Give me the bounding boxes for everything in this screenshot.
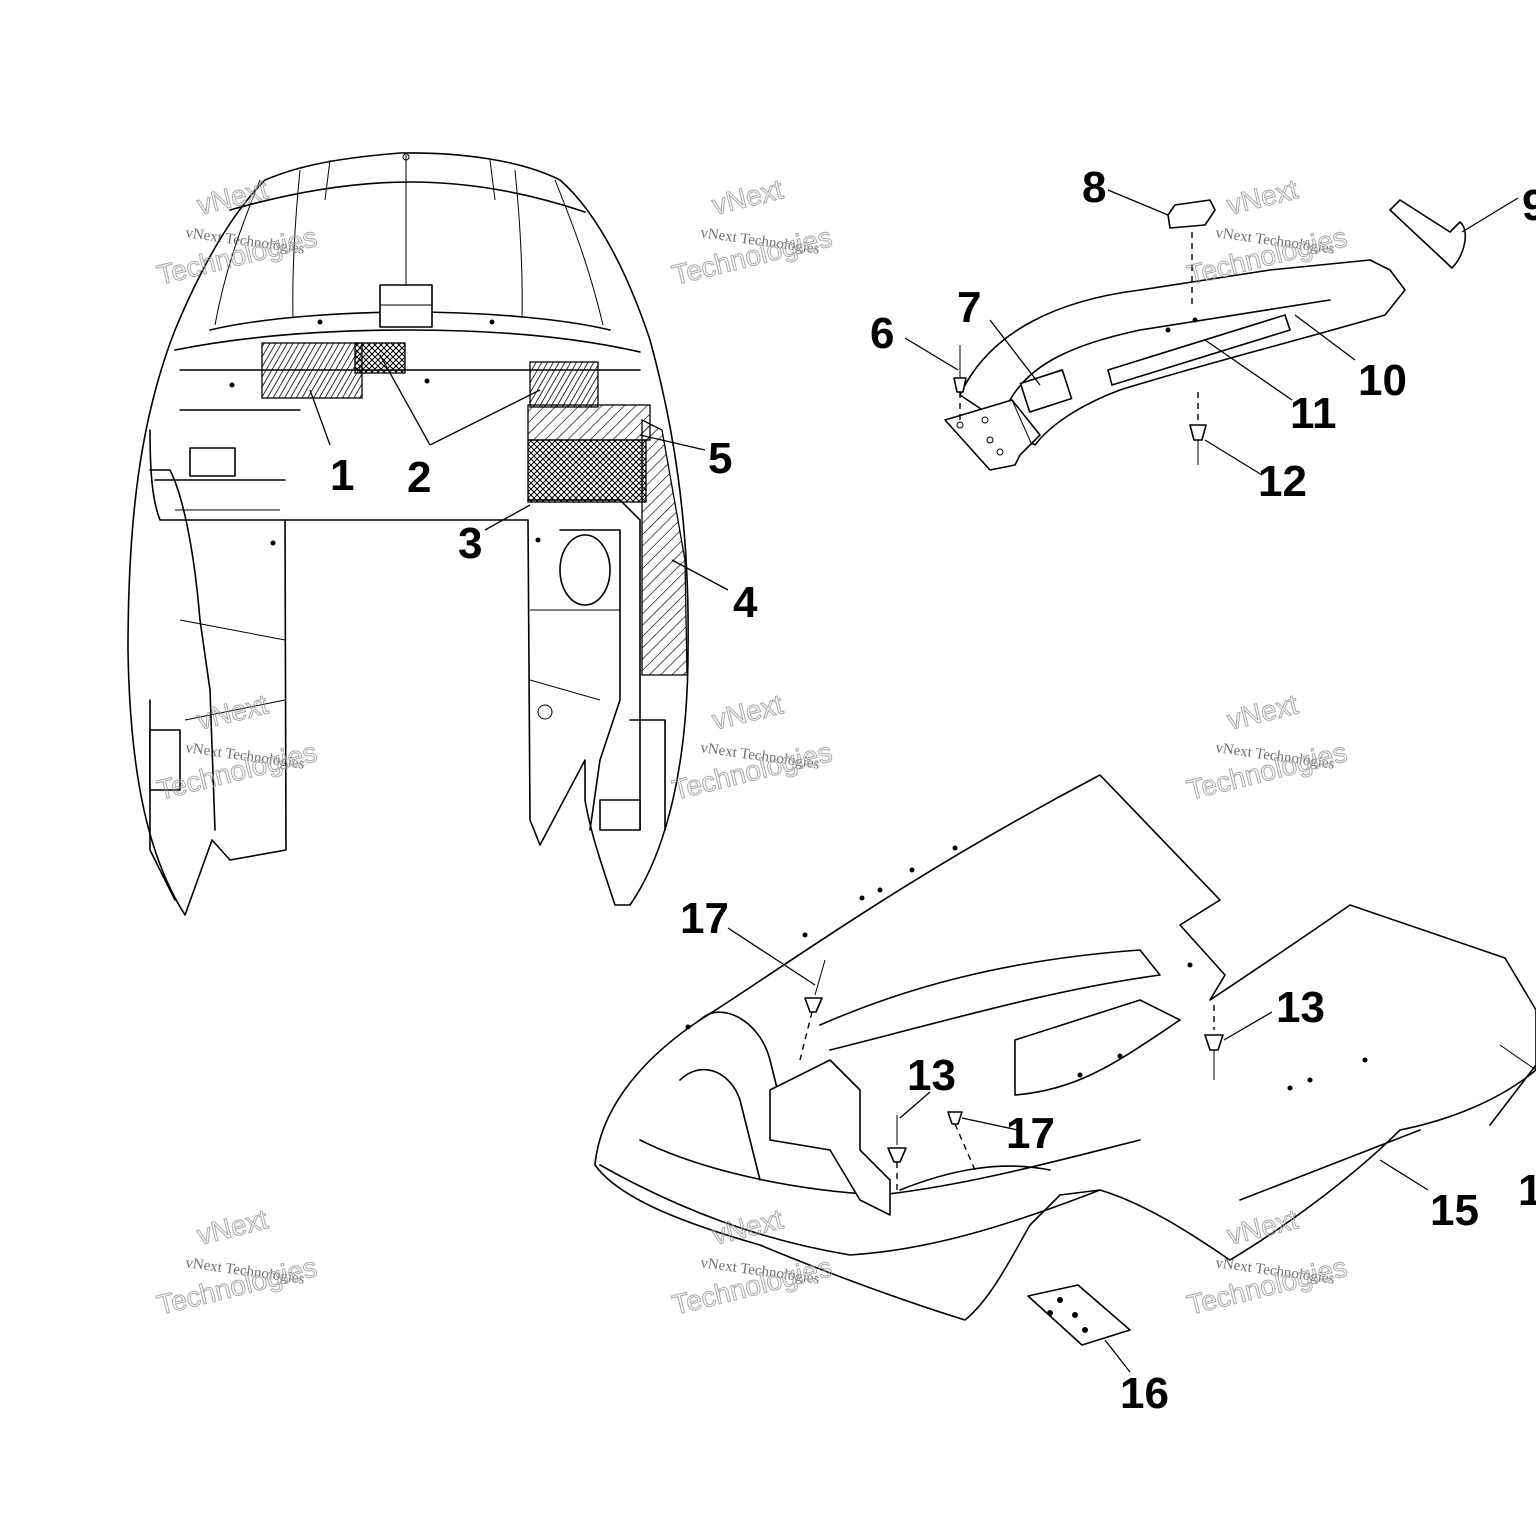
side-panel-leaders xyxy=(904,189,1519,476)
hood-leaders xyxy=(309,354,729,591)
decal-11 xyxy=(1107,314,1291,386)
svg-text:vNext: vNext xyxy=(194,1203,271,1250)
callout-5: 5 xyxy=(708,434,732,483)
watermark-6: vNext vNext Technologies Technologies xyxy=(1183,688,1350,806)
callout-8: 8 xyxy=(1082,163,1106,212)
callout-4: 4 xyxy=(733,578,758,627)
decal-3 xyxy=(527,439,647,503)
callout-3: 3 xyxy=(458,519,482,568)
callout-16: 16 xyxy=(1120,1369,1169,1418)
decal-1 xyxy=(261,342,363,399)
callout-14-partial: 1 xyxy=(1518,1166,1536,1215)
decal-2b xyxy=(529,361,599,408)
callout-13-middle: 13 xyxy=(907,1051,956,1100)
callout-9: 9 xyxy=(1522,181,1536,230)
decal-7 xyxy=(1019,369,1073,413)
callout-2: 2 xyxy=(407,453,431,502)
decal-2a xyxy=(354,342,406,374)
callout-7: 7 xyxy=(957,283,981,332)
svg-text:vNext: vNext xyxy=(1224,688,1301,735)
decal-5 xyxy=(527,404,651,441)
callout-11: 11 xyxy=(1290,389,1337,438)
callout-10: 10 xyxy=(1358,356,1407,405)
callout-15: 15 xyxy=(1430,1186,1479,1235)
svg-text:vNext: vNext xyxy=(709,173,786,220)
belly-pan-leaders xyxy=(727,927,1429,1373)
callout-12: 12 xyxy=(1258,457,1307,506)
watermark-7: vNext vNext Technologies Technologies xyxy=(153,1203,320,1321)
watermark-2: vNext vNext Technologies Technologies xyxy=(668,173,835,291)
side-panel-assembly xyxy=(944,199,1467,471)
hood-assembly xyxy=(127,152,689,916)
callout-labels: 1 2 3 4 5 6 7 8 9 10 11 12 13 13 1 15 16… xyxy=(330,163,1536,1418)
watermark-5: vNext vNext Technologies Technologies xyxy=(668,688,835,806)
wire-9 xyxy=(1389,199,1467,269)
belly-pan xyxy=(594,774,1536,1321)
decal-4 xyxy=(641,418,688,676)
callout-17-middle: 17 xyxy=(1006,1109,1055,1158)
svg-text:vNext: vNext xyxy=(709,688,786,735)
callout-17-top: 17 xyxy=(680,894,729,943)
callout-1: 1 xyxy=(330,451,354,500)
svg-text:vNext: vNext xyxy=(1224,173,1301,220)
plate-16 xyxy=(1027,1284,1131,1346)
callout-13-right: 13 xyxy=(1276,983,1325,1032)
belly-pan-assembly xyxy=(594,774,1536,1346)
clip-8 xyxy=(1167,199,1216,229)
callout-6: 6 xyxy=(870,309,894,358)
